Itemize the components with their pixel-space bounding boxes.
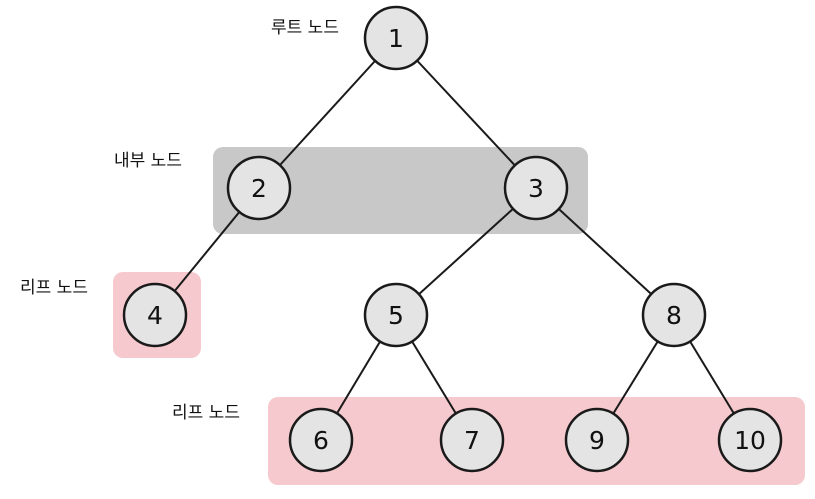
tree-node-9: 9 — [564, 407, 630, 473]
node-label: 6 — [313, 426, 329, 455]
node-label: 8 — [666, 301, 682, 330]
tree-node-3: 3 — [503, 155, 569, 221]
node-circle — [122, 282, 188, 348]
node-circle — [226, 155, 292, 221]
node-label: 9 — [589, 426, 605, 455]
tree-node-2: 2 — [226, 155, 292, 221]
node-circle — [288, 407, 354, 473]
node-circle — [641, 282, 707, 348]
node-circle — [363, 5, 429, 71]
leaf-node-annotation-bottom: 리프 노드 — [172, 403, 240, 423]
node-circle — [363, 282, 429, 348]
node-label: 1 — [388, 24, 404, 53]
node-label: 4 — [147, 301, 163, 330]
tree-node-1: 1 — [363, 5, 429, 71]
node-circle — [564, 407, 630, 473]
node-label: 5 — [388, 301, 404, 330]
internal-node-annotation: 내부 노드 — [114, 151, 182, 171]
node-circle — [717, 407, 783, 473]
tree-node-8: 8 — [641, 282, 707, 348]
tree-node-5: 5 — [363, 282, 429, 348]
leaf-node-highlight-bottom — [268, 397, 805, 485]
node-label: 10 — [734, 426, 766, 455]
node-label: 3 — [528, 174, 544, 203]
edge-n1-n2 — [258, 37, 397, 189]
node-circle — [503, 155, 569, 221]
tree-node-6: 6 — [288, 407, 354, 473]
leaf-node-annotation-left: 리프 노드 — [20, 278, 88, 298]
internal-node-highlight — [213, 147, 588, 234]
edge-n1-n3 — [395, 37, 537, 189]
tree-node-7: 7 — [439, 407, 505, 473]
node-circle — [439, 407, 505, 473]
node-label: 2 — [251, 174, 267, 203]
tree-node-10: 10 — [717, 407, 783, 473]
tree-nodes: 1 2 3 4 5 8 6 7 9 10 — [122, 5, 783, 473]
root-node-annotation: 루트 노드 — [271, 18, 339, 38]
tree-edges — [154, 37, 751, 441]
tree-node-4: 4 — [122, 282, 188, 348]
node-label: 7 — [464, 426, 480, 455]
